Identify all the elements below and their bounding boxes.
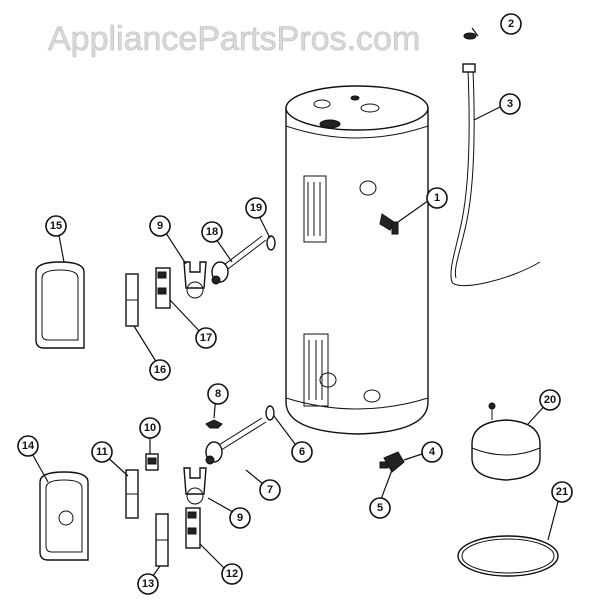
- lower-access-cover: [39, 471, 89, 561]
- watermark-text: AppliancePartsPros.com: [48, 20, 420, 58]
- callout-label: 19: [250, 202, 262, 214]
- high-limit-switch: [145, 453, 159, 471]
- callout-label: 3: [507, 98, 513, 110]
- callout-3: 3: [499, 93, 521, 115]
- callout-5: 5: [369, 497, 391, 519]
- callout-label: 14: [22, 440, 35, 452]
- callout-14: 14: [17, 435, 39, 457]
- callout-9-lower: 9: [229, 507, 251, 529]
- callout-12: 12: [221, 563, 243, 585]
- callout-label: 13: [142, 578, 154, 590]
- callout-label: 5: [377, 502, 383, 514]
- callout-17: 17: [195, 327, 217, 349]
- callout-label: 20: [544, 394, 556, 406]
- callout-21: 21: [551, 481, 573, 503]
- expansion-tank: [471, 402, 541, 481]
- upper-gasket: [266, 235, 276, 251]
- callout-label: 7: [267, 484, 273, 496]
- callout-13: 13: [137, 573, 159, 595]
- upper-access-cover: [35, 261, 85, 349]
- callout-label: 21: [556, 486, 568, 498]
- lower-insulation: [125, 469, 139, 519]
- callout-2: 2: [500, 13, 522, 35]
- callout-16: 16: [149, 359, 171, 381]
- fitting-part: [463, 32, 477, 40]
- callout-15: 15: [45, 215, 67, 237]
- callout-8: 8: [207, 383, 229, 405]
- lower-gasket: [265, 405, 275, 421]
- water-heater-tank: [285, 85, 429, 435]
- dip-tube: [450, 69, 541, 287]
- callout-10: 10: [139, 417, 161, 439]
- drain-valve: [379, 451, 405, 473]
- lower-heating-element: [205, 417, 267, 465]
- callout-label: 10: [144, 422, 156, 434]
- upper-thermostat: [155, 267, 171, 309]
- callout-label: 11: [96, 446, 108, 458]
- callout-label: 15: [50, 220, 62, 232]
- lower-thermostat: [185, 507, 201, 549]
- callout-6: 6: [291, 441, 313, 463]
- callout-18: 18: [201, 221, 223, 243]
- callout-label: 4: [429, 446, 436, 458]
- callout-11: 11: [91, 441, 113, 463]
- upper-insulation-pad: [125, 273, 139, 327]
- callout-19: 19: [245, 197, 267, 219]
- callout-9-upper: 9: [149, 215, 171, 237]
- callout-label: 8: [215, 388, 221, 400]
- callout-4: 4: [421, 441, 443, 463]
- callout-label: 18: [206, 226, 218, 238]
- callout-label: 9: [237, 512, 243, 524]
- drain-pan-ring: [457, 535, 559, 577]
- callout-label: 12: [226, 568, 238, 580]
- wire-clip: [205, 419, 223, 429]
- lower-element-bracket: [183, 467, 207, 505]
- upper-heating-element: [211, 235, 267, 285]
- callout-label: 17: [200, 332, 212, 344]
- callout-label: 1: [434, 192, 440, 204]
- callout-label: 6: [299, 446, 305, 458]
- upper-element-bracket: [183, 261, 207, 299]
- lower-insulation-pad: [155, 513, 169, 567]
- callout-20: 20: [539, 389, 561, 411]
- callout-1: 1: [426, 187, 448, 209]
- callout-label: 2: [508, 18, 514, 30]
- callout-label: 9: [157, 220, 163, 232]
- callout-7: 7: [259, 479, 281, 501]
- callout-label: 16: [154, 364, 166, 376]
